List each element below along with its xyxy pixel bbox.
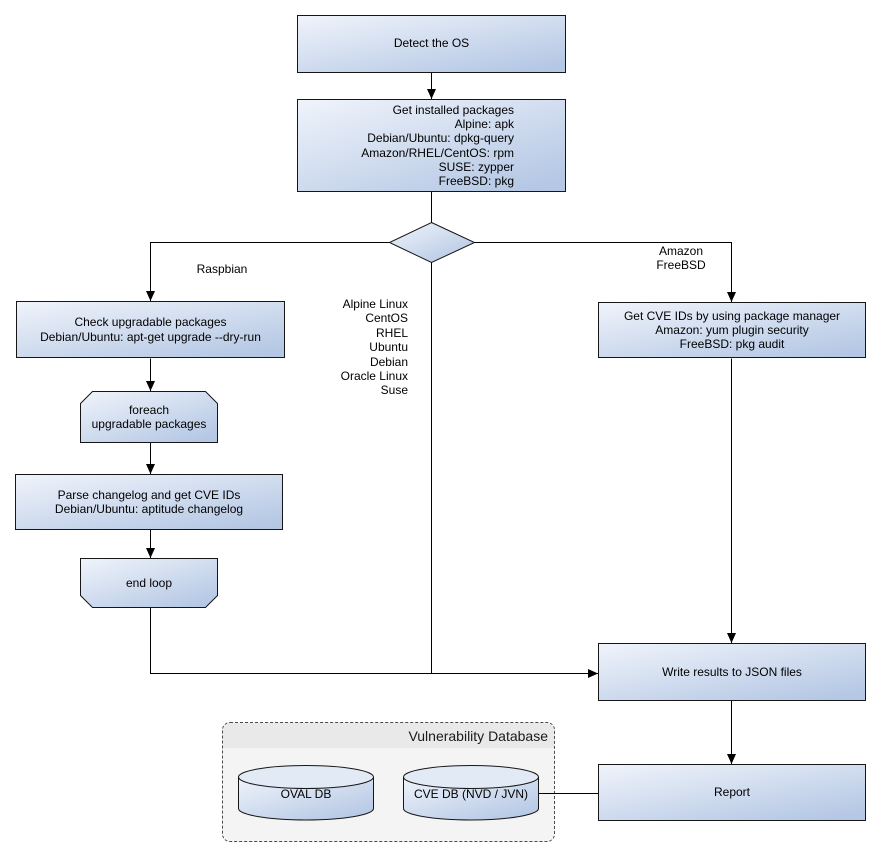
cylinder-oval-db-label: OVAL DB (280, 786, 332, 801)
node-end-loop (80, 558, 218, 608)
node-get-cve-ids-label: Get CVE IDs by using package manager Ama… (623, 308, 841, 352)
node-parse-changelog (15, 474, 283, 530)
cylinder-oval-db (238, 777, 374, 821)
edge-decision-to-getcveids (474, 242, 736, 302)
vulnerability-database-title: Vulnerability Database (223, 723, 554, 749)
edge-decision-to-checkupgradable (146, 242, 390, 301)
node-report (598, 764, 866, 821)
node-get-installed-packages-label: Get installed packages Alpine: apk Debia… (361, 102, 514, 189)
edge-label-raspbian: Raspbian (196, 261, 248, 276)
node-report-label: Report (713, 785, 751, 800)
node-os-decision-diamond (388, 221, 476, 264)
node-get-installed-packages (297, 99, 566, 192)
node-detect-os (297, 15, 566, 73)
cylinder-cve-db-top (403, 765, 539, 789)
cylinder-oval-db-top (238, 765, 374, 789)
node-get-cve-ids (598, 302, 866, 358)
node-detect-os-label: Detect the OS (393, 36, 470, 51)
edge-label-amazon-freebsd: Amazon FreeBSD (656, 243, 706, 272)
node-parse-changelog-label: Parse changelog and get CVE IDs Debian/U… (54, 487, 244, 516)
node-check-upgradable (16, 301, 285, 358)
node-write-results (598, 643, 866, 701)
edge-endloop-to-writeresults (150, 607, 598, 678)
node-check-upgradable-label: Check upgradable packages Debian/Ubuntu:… (40, 315, 261, 344)
node-write-results-label: Write results to JSON files (662, 664, 802, 679)
cylinder-cve-db-label: CVE DB (NVD / JVN) (413, 786, 528, 801)
edge-label-os-list: Alpine Linux CentOS RHEL Ubuntu Debian O… (340, 297, 408, 398)
node-foreach-loop (80, 391, 218, 443)
cylinder-cve-db (403, 777, 539, 821)
node-end-loop-label: end loop (125, 575, 173, 590)
node-foreach-loop-label: foreach upgradable packages (91, 402, 207, 431)
